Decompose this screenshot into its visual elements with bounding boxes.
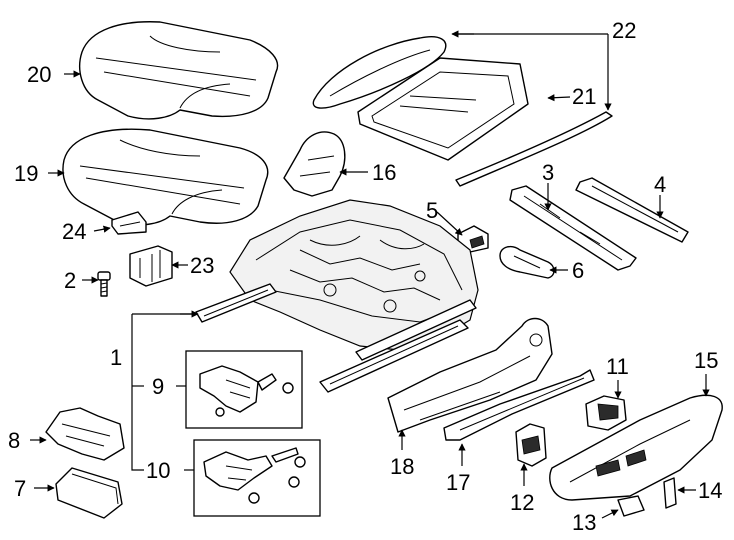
- part-2-bolt: [97, 271, 111, 297]
- callout-11: 11: [606, 354, 629, 379]
- part-10-box: [193, 439, 321, 517]
- callout-8: 8: [8, 428, 20, 453]
- part-18-side-support: [387, 317, 553, 433]
- callout-21: 21: [572, 84, 596, 109]
- callout-13: 13: [572, 510, 596, 535]
- callout-7: 7: [14, 476, 26, 501]
- callout-16: 16: [372, 160, 396, 185]
- part-9-box: [185, 350, 303, 429]
- leader-lines: [30, 30, 710, 519]
- callout-18: 18: [390, 454, 414, 479]
- part-14-cap: [663, 477, 677, 509]
- part-15-side-shield: [549, 394, 723, 501]
- callout-23: 23: [190, 253, 214, 278]
- part-4-rail-cover: [575, 177, 689, 243]
- callout-2: 2: [64, 268, 76, 293]
- part-21-heater-mat: [357, 57, 529, 161]
- callout-10: 10: [146, 458, 170, 483]
- part-13-cap: [617, 495, 645, 517]
- part-22-heater-strip: [312, 36, 613, 187]
- part-19-cushion-pad: [62, 128, 269, 226]
- callout-24: 24: [62, 219, 86, 244]
- callout-14: 14: [698, 478, 722, 503]
- callout-12: 12: [510, 490, 534, 515]
- part-1-seat-frame: [195, 199, 479, 393]
- part-12-switch: [515, 423, 547, 467]
- part-17-lower-trim: [443, 369, 595, 441]
- callout-4: 4: [654, 172, 666, 197]
- part-8-tray: [45, 407, 125, 461]
- part-9-motor: [199, 365, 294, 417]
- part-6-handle: [499, 245, 555, 279]
- part-3-rail-trim: [509, 185, 637, 271]
- callout-20: 20: [27, 62, 51, 87]
- callout-9: 9: [152, 374, 164, 399]
- callout-6: 6: [572, 258, 584, 283]
- callout-5: 5: [426, 198, 438, 223]
- callout-19: 19: [14, 161, 38, 186]
- part-20-cushion-cover: [79, 21, 279, 120]
- callout-1: 1: [110, 345, 122, 370]
- part-10-motor: [203, 447, 306, 504]
- part-16-trim: [283, 131, 346, 197]
- part-24-clip: [111, 211, 147, 235]
- callout-17: 17: [446, 470, 470, 495]
- part-11-switch: [585, 395, 627, 431]
- callouts: 20 19 24 23 2 16 5 6 3 4 21 22 1 9 10 8 …: [8, 18, 722, 535]
- callout-3: 3: [542, 160, 554, 185]
- part-23-bracket: [129, 245, 173, 287]
- callout-15: 15: [694, 348, 718, 373]
- callout-22: 22: [612, 18, 636, 43]
- part-7-cover: [55, 467, 123, 519]
